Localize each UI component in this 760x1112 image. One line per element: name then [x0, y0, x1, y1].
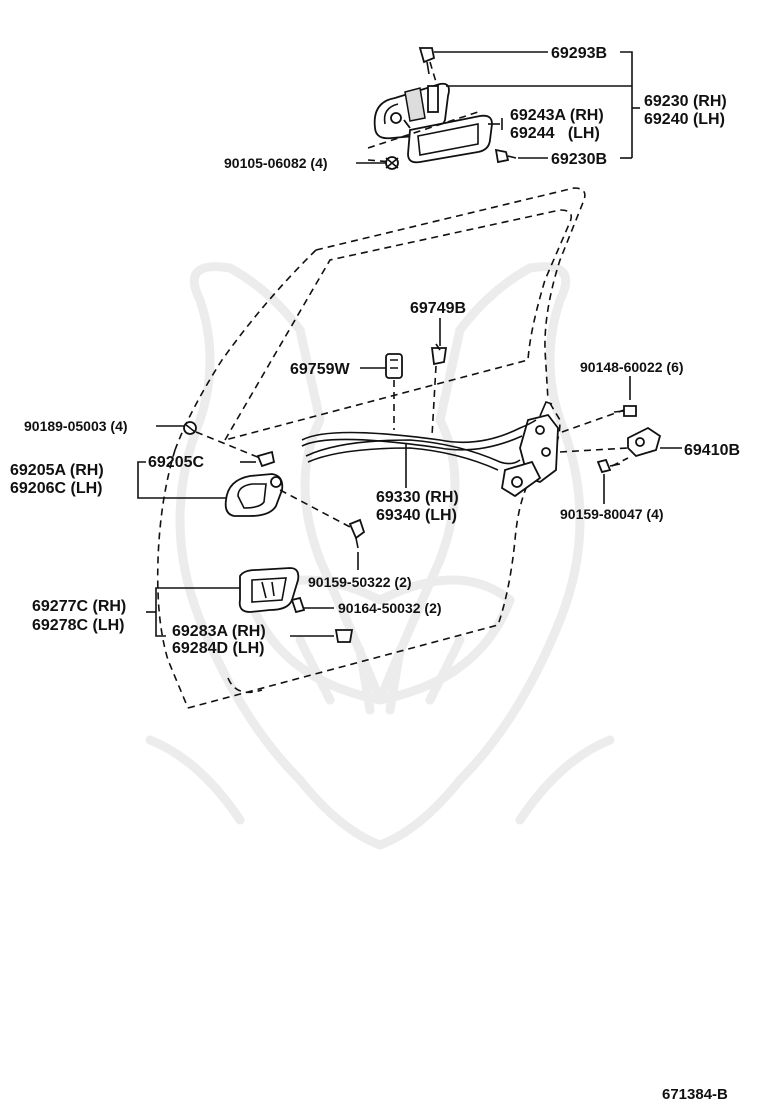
label-69230: 69230 (RH) — [644, 93, 727, 110]
label-69277C: 69277C (RH) — [32, 598, 126, 615]
label-69240: 69240 (LH) — [644, 111, 725, 128]
label-69330: 69330 (RH) — [376, 489, 459, 506]
rod-clip-69749B — [430, 343, 448, 366]
lock-cables — [301, 419, 537, 471]
screw-69230B — [494, 148, 517, 164]
label-69243A: 69243A (RH) — [510, 107, 604, 124]
label-69230B: 69230B — [551, 151, 607, 168]
label-90159-50322: 90159-50322 (2) — [308, 574, 412, 590]
label-69206C: 69206C (LH) — [10, 480, 102, 497]
screw-90159-50322 — [348, 518, 366, 549]
label-90164: 90164-50032 (2) — [338, 600, 442, 616]
screw-90189 — [183, 421, 197, 435]
label-90189: 90189-05003 (4) — [24, 418, 128, 434]
rod-clip-69759W — [385, 353, 403, 379]
rear-door-outline — [156, 187, 586, 709]
inside-handle-bezel-69277C — [238, 567, 300, 613]
label-69340: 69340 (LH) — [376, 507, 457, 524]
label-69284D: 69284D (LH) — [172, 640, 264, 657]
label-69749B: 69749B — [410, 300, 466, 317]
inside-handle-69205A — [224, 473, 284, 517]
figure-id: 671384-B — [662, 1086, 728, 1103]
screw-69293B — [418, 47, 436, 75]
label-69205A: 69205A (RH) — [10, 462, 104, 479]
label-69293B: 69293B — [551, 45, 607, 62]
label-69410B: 69410B — [684, 442, 740, 459]
label-69759W: 69759W — [290, 361, 350, 378]
screw-90105 — [385, 156, 399, 170]
outside-handle-assembly — [373, 82, 450, 140]
label-69283A: 69283A (RH) — [172, 623, 266, 640]
door-striker-69410B — [627, 426, 662, 458]
label-90105: 90105-06082 (4) — [224, 155, 328, 171]
label-90159-80047: 90159-80047 (4) — [560, 506, 664, 522]
label-69244: 69244 (LH) — [510, 125, 600, 142]
screw-90164 — [290, 596, 306, 614]
screw-90148 — [613, 405, 637, 417]
label-69278C: 69278C (LH) — [32, 617, 124, 634]
label-90148: 90148-60022 (6) — [580, 359, 684, 375]
door-lock-assembly — [501, 401, 559, 498]
cap-69283A — [334, 629, 354, 643]
watermark-emblem — [145, 262, 615, 850]
screw-90159-80047 — [596, 458, 621, 474]
clip-69205C — [256, 450, 276, 468]
label-69205C: 69205C — [148, 454, 204, 471]
